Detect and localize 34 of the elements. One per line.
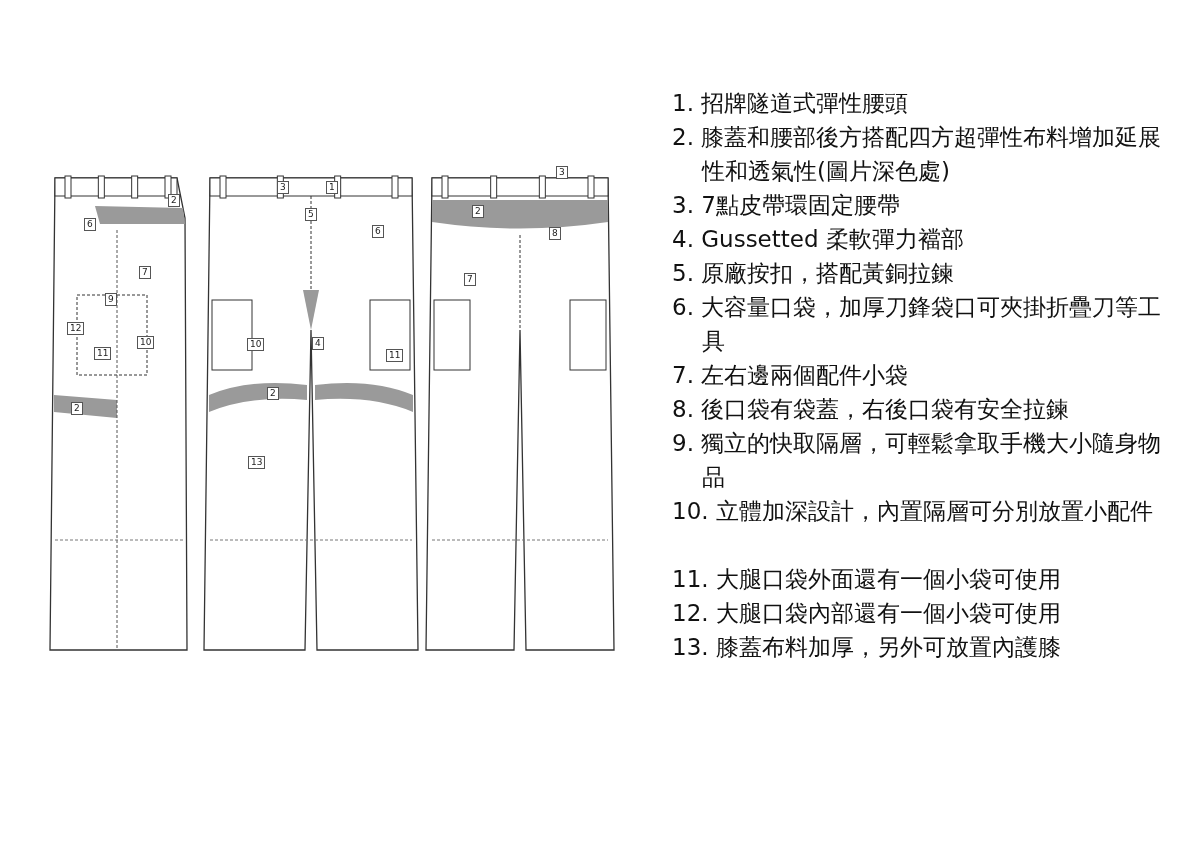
feature-note: 7. 左右邊兩個配件小袋	[672, 361, 910, 390]
feature-note: 13. 膝蓋布料加厚，另外可放置內護膝	[672, 633, 1062, 662]
callout-number: 13	[248, 456, 266, 469]
callout-number: 5	[305, 208, 317, 221]
callout-number: 11	[94, 347, 112, 360]
callout-number: 3	[277, 181, 289, 194]
callout-number: 10	[247, 338, 265, 351]
callout-number: 11	[386, 349, 404, 362]
callout-number: 2	[472, 205, 484, 218]
callout-number: 7	[139, 266, 151, 279]
feature-note: 11. 大腿口袋外面還有一個小袋可使用	[672, 565, 1062, 594]
callout-number: 8	[549, 227, 561, 240]
callout-number: 12	[67, 322, 85, 335]
callout-number: 6	[84, 218, 96, 231]
callout-number: 6	[372, 225, 384, 238]
feature-note: 2. 膝蓋和腰部後方搭配四方超彈性布料增加延展性和透氣性(圖片深色處)	[672, 123, 1163, 186]
callout-number: 4	[312, 337, 324, 350]
feature-note: 1. 招牌隧道式彈性腰頭	[672, 89, 910, 118]
callout-number: 10	[137, 336, 155, 349]
feature-note: 4. Gussetted 柔軟彈力襠部	[672, 225, 965, 254]
callout-number: 2	[71, 402, 83, 415]
feature-note: 5. 原廠按扣，搭配黃銅拉鍊	[672, 259, 956, 288]
feature-note: 6. 大容量口袋，加厚刀鋒袋口可夾掛折疊刀等工具	[672, 293, 1163, 356]
callout-number: 1	[326, 181, 338, 194]
callout-number: 9	[105, 293, 117, 306]
feature-note: 12. 大腿口袋內部還有一個小袋可使用	[672, 599, 1062, 628]
feature-note: 9. 獨立的快取隔層，可輕鬆拿取手機大小隨身物品	[672, 429, 1163, 492]
feature-note: 10. 立體加深設計，內置隔層可分別放置小配件	[672, 497, 1154, 526]
feature-note: 8. 後口袋有袋蓋，右後口袋有安全拉鍊	[672, 395, 1071, 424]
callout-number: 2	[168, 194, 180, 207]
callout-number: 7	[464, 273, 476, 286]
feature-note: 3. 7點皮帶環固定腰帶	[672, 191, 901, 220]
callout-number: 2	[267, 387, 279, 400]
callout-number: 3	[556, 166, 568, 179]
